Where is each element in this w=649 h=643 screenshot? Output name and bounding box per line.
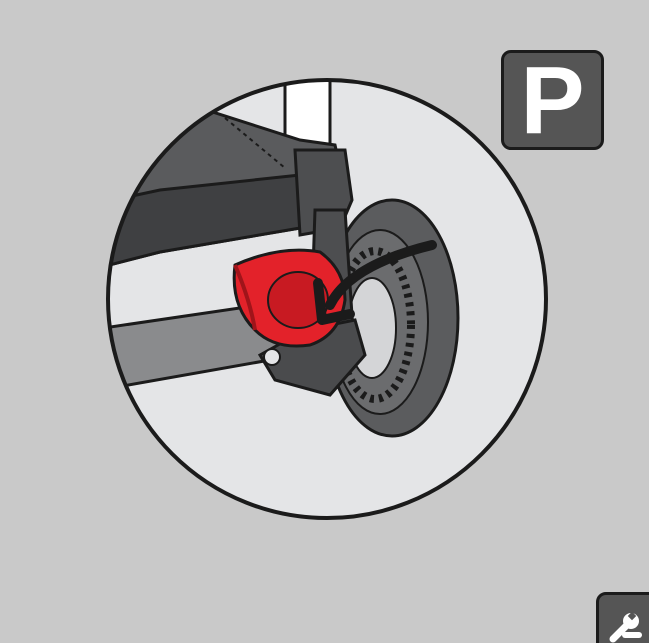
park-badge: P — [501, 50, 604, 150]
wrench-tool-icon — [607, 605, 647, 643]
park-p-icon: P — [520, 53, 584, 149]
tool-badge — [596, 592, 649, 643]
